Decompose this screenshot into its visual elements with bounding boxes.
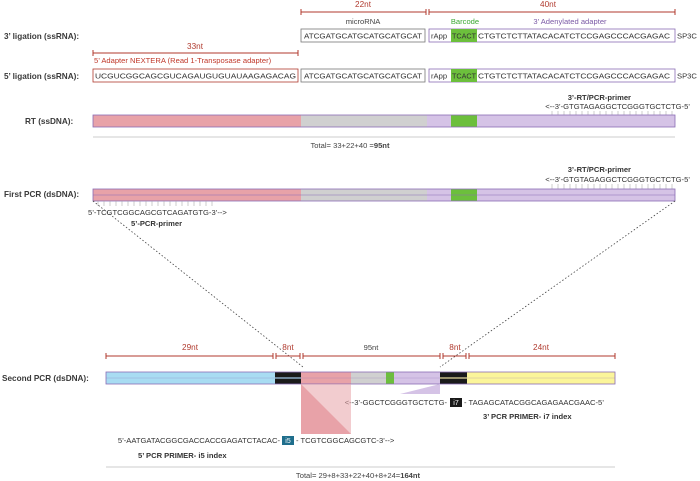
length-8nt-right: 8nt [449,343,461,352]
microrna-label: microRNA [346,17,382,26]
pcr1-5-primer-seq: 5’-TCGTCGGCAGCGTCAGATGTG-3’--> [88,208,227,217]
i7-index-block [450,398,462,407]
microrna-box-3lig [300,28,426,43]
length-95nt: 95nt [364,343,380,352]
rapp-3lig: rApp [431,32,447,41]
row-label-rt: RT (ssDNA): [25,117,73,126]
rt-primer-label: 3’-RT/PCR-primer [568,93,631,102]
microrna-seq-5lig: ATCGATGCATGCATGCATGCAT [304,72,422,81]
row-label-second-pcr: Second PCR (dsDNA): [2,374,89,383]
i5-left-seq: 5’-AATGATACGGCGACCACCGAGATCTACAC- [118,436,281,445]
microrna-seq-3lig: ATCGATGCATGCATGCATGCAT [304,32,422,41]
sp3c-3lig: SP3C [677,32,697,41]
adapter-seq-5lig: CTGTCTCTTATACACATCTCCGAGCCCACGAGAC [478,72,671,81]
barcode-seq-5lig: TCACT [452,72,476,81]
pcr1-rt-primer-label: 3’-RT/PCR-primer [568,165,631,174]
i7-primer-wedge [400,384,440,394]
nextera-adapter-label: 5’ Adapter NEXTERA (Read 1-Transposase a… [94,56,272,65]
pcr1-5-primer-label: 5’-PCR-primer [131,219,182,228]
length-22nt: 22nt [355,0,372,9]
barcode-block-3lig [451,29,477,42]
projection-lines [92,200,676,368]
pcr2-bar [105,371,616,385]
nextera-seq-5lig: UCGUCGGCAGCGUCAGAUGUGUAUAAGAGACAG [95,72,296,81]
row-label-first-pcr: First PCR (dsDNA): [4,190,79,199]
row-label-3-ligation: 3’ ligation (ssRNA): [4,32,79,41]
total2-value: 164nt [400,471,420,480]
total1-prefix: Total= 33+22+40 = [311,141,375,150]
nextera-box-5lig [92,68,299,83]
i5-primer-wedge-dark [301,384,351,434]
length-33nt: 33nt [187,42,204,51]
barcode-seq-3lig: TCACT [452,32,476,41]
row-label-5-ligation: 5’ ligation (ssRNA): [4,72,79,81]
adapter-box-3lig [428,28,676,43]
i5-primer-label: 5’ PCR PRIMER- i5 index [138,451,227,460]
sp3c-5lig: SP3C [677,72,697,81]
length-40nt: 40nt [540,0,557,9]
bracket-33nt [92,50,299,56]
rt-primer-hatch [551,111,673,115]
barcode-label: Barcode [451,17,479,26]
rapp-5lig: rApp [431,72,447,81]
i5-right-seq: - TCGTCGGCAGCGTC-3’--> [296,436,395,445]
i7-right-seq: - TAGAGCATACGGCAGAGAACGAAC-5’ [464,398,604,407]
pcr1-rt-primer-seq: <--3’-GTGTAGAGGCTCGGGTGCTCTG-5’ [545,175,690,184]
i5-tag: i5 [285,438,291,445]
rt-primer-seq: <--3’-GTGTAGAGGCTCGGGTGCTCTG-5’ [545,102,690,111]
total1: Total= 33+22+40 =95nt [311,141,390,150]
total1-value: 95nt [374,141,390,150]
pcr1-rt-hatch [551,184,673,189]
length-24nt: 24nt [533,343,550,352]
i7-primer-label: 3’ PCR PRIMER- i7 index [483,412,572,421]
bracket-bottom [105,353,616,359]
total2: Total= 29+8+33+22+40+8+24=164nt [296,471,421,480]
total2-prefix: Total= 29+8+33+22+40+8+24= [296,471,401,480]
rt-bar [92,114,676,128]
i7-left-seq: <--3’-GGCTCGGGTGCTCTG- [345,398,448,407]
adapter-seq-3lig: CTGTCTCTTATACACATCTCCGAGCCCACGAGAC [478,32,671,41]
i5-index-block [282,436,294,445]
length-29nt: 29nt [182,343,199,352]
microrna-box-5lig [300,68,426,83]
pcr1-5-primer-hatch [97,201,213,206]
bracket-22nt [300,9,427,15]
barcode-block-5lig [451,69,477,82]
i7-tag: i7 [453,400,459,407]
bracket-40nt [428,9,676,15]
pcr1-bar [92,188,676,202]
adenylated-adapter-label: 3’ Adenylated adapter [533,17,607,26]
length-8nt-left: 8nt [282,343,294,352]
adapter-box-5lig [428,68,676,83]
